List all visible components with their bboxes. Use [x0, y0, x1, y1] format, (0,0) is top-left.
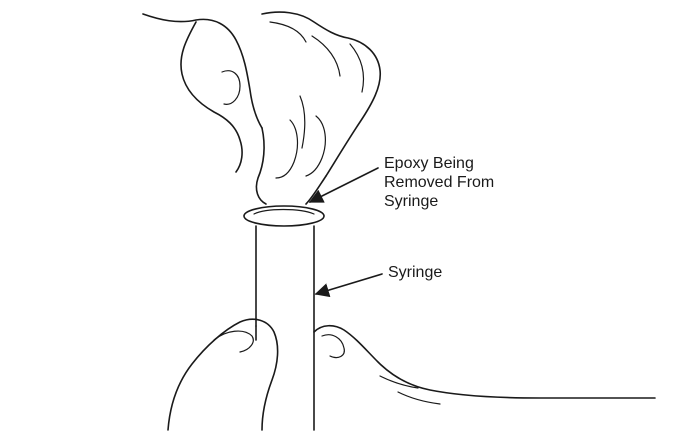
syringe: [243, 205, 325, 431]
epoxy-callout-line-3: Syringe: [384, 193, 439, 210]
lower-hand-fingers: [313, 324, 656, 399]
lower-hand: [167, 318, 656, 431]
syringe-collar-inner: [253, 208, 315, 215]
epoxy-callout-line-1: Epoxy Being: [384, 155, 474, 172]
pinching-finger-left: [255, 127, 267, 205]
lower-hand-crease-2: [397, 391, 441, 405]
upper-hand: [142, 11, 382, 205]
upper-hand-thumb: [180, 21, 243, 173]
lower-hand-crease-1: [379, 375, 419, 389]
thumb-nail: [221, 70, 241, 105]
finger-nail-2: [305, 115, 326, 177]
upper-hand-fingers: [261, 11, 382, 177]
lower-hand-thumb-nail: [213, 330, 254, 353]
finger-fold: [299, 95, 306, 149]
epoxy-callout-label: Epoxy Being Removed From Syringe: [384, 154, 494, 211]
syringe-callout-label: Syringe: [388, 264, 443, 281]
epoxy-callout-line-2: Removed From: [384, 174, 495, 191]
lower-hand-finger-nail: [321, 334, 345, 359]
epoxy-leader-arrow: [308, 167, 379, 203]
upper-hand-crease-2: [311, 35, 341, 77]
syringe-collar: [243, 205, 325, 227]
upper-hand-outline: [142, 13, 263, 129]
upper-hand-crease-1: [269, 21, 307, 43]
lower-hand-thumb: [167, 318, 279, 431]
upper-hand-crease-3: [349, 43, 365, 93]
finger-nail-1: [275, 119, 299, 179]
syringe-leader-arrow: [314, 273, 383, 298]
